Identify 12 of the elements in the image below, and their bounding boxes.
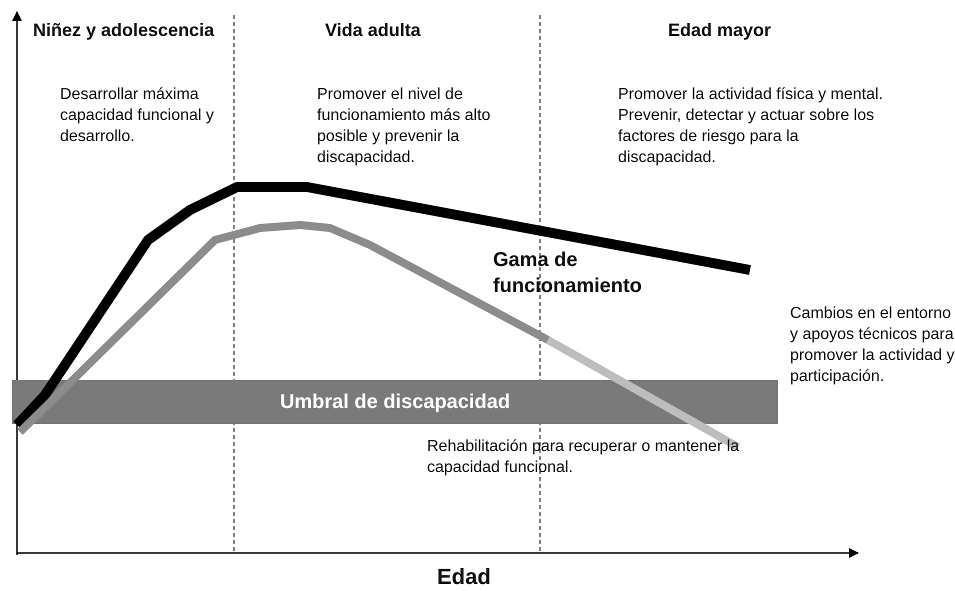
- note-text: Cambios en el entorno y apoyos técnicos para promover la actividad y participación.: [790, 304, 955, 387]
- column-heading: Vida adulta: [325, 20, 422, 41]
- band-label: Umbral de discapacidad: [280, 390, 510, 414]
- note-text: Rehabilitación para recuperar o mantener la capacidad funcional.: [427, 437, 740, 478]
- description-text: Desarrollar máxima capacidad funcional y desarrollo.: [60, 85, 215, 147]
- column-heading: Niñez y adolescencia: [33, 20, 216, 41]
- axis-title: Edad: [437, 566, 492, 587]
- description-text: Promover el nivel de funcionamiento más alto posible y prevenir la discapacidad.: [317, 85, 492, 168]
- curve-label: Gama de funcionamiento: [493, 248, 643, 299]
- threshold-band: [12, 380, 778, 424]
- description-text: Promover la actividad física y mental. Prevenir, detectar y actuar sobre los factores de riesgo para la discapacidad.: [618, 85, 884, 168]
- column-heading: Edad mayor: [668, 20, 772, 41]
